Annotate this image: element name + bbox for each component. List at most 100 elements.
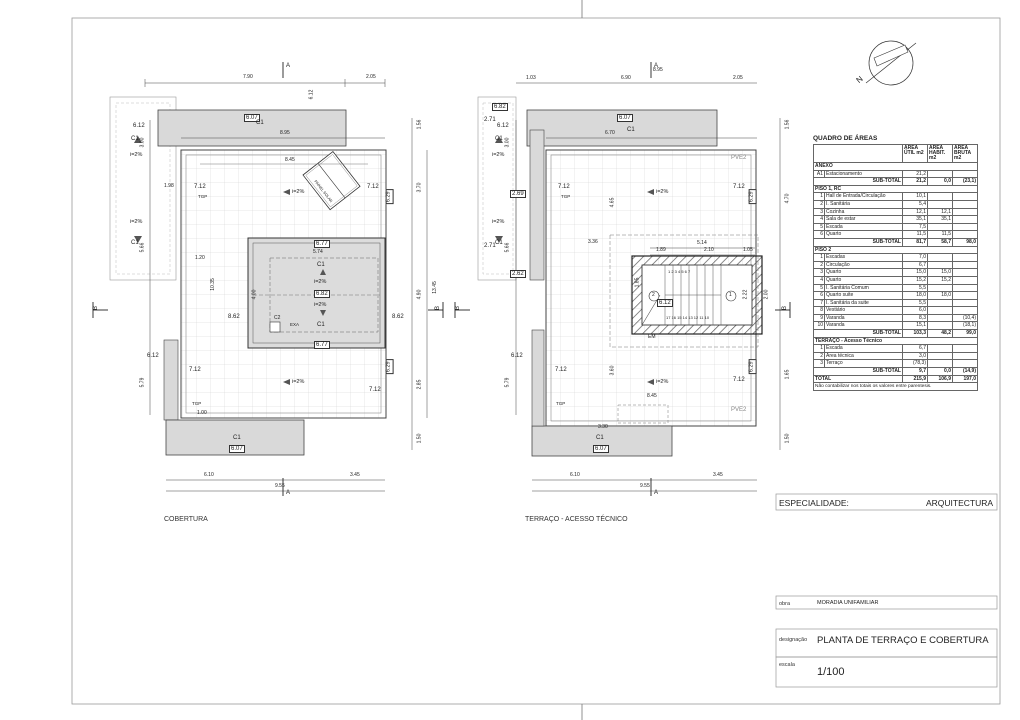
row-bruta [952, 260, 978, 270]
row-name: Quarto suite [824, 291, 903, 300]
subtotal-bruta: (14,9) [952, 367, 978, 376]
row-bruta: (18,1) [952, 321, 978, 331]
row-habit: 18,0 [927, 291, 953, 300]
elev-712-d: 7.12 [369, 387, 381, 393]
row-index: 2 [813, 260, 825, 270]
r-elev-271-b: 2.71 [484, 243, 496, 249]
elev-607-b: 6.07 [229, 445, 245, 453]
row-habit [927, 344, 953, 353]
r-dim-inner-width: 6.70 [605, 130, 615, 136]
row-util: 10,1 [902, 192, 928, 201]
scale-value: 1/100 [817, 666, 845, 678]
row-habit: 15,2 [927, 275, 953, 285]
subtotal-bruta: 98,0 [952, 237, 978, 247]
row-util: 11,5 [902, 230, 928, 239]
subtotal-label: SUB-TOTAL [813, 177, 903, 186]
total-util: 215,9 [902, 374, 928, 384]
dim-right-lower: 2.85 [416, 379, 423, 390]
designation-label: designação [779, 637, 808, 643]
row-name: I. Sanitária [824, 199, 903, 209]
subtotal-util: 21,2 [902, 177, 928, 186]
r-dim-stair-c: 1.05 [743, 247, 753, 253]
subtotal-bruta: (23,1) [952, 177, 978, 186]
row-util: 6,0 [902, 306, 928, 315]
row-bruta [952, 169, 978, 179]
section-name: PISO 1, RC [813, 184, 978, 194]
row-bruta [952, 215, 978, 224]
c1-a: C1 [131, 136, 139, 142]
area-table-note: Não contabilizar nos totais os valores e… [813, 383, 978, 392]
r-dim-bottom-stair: 3.30 [598, 424, 608, 430]
slope-2: i=2% [130, 219, 143, 225]
r-elev-682: 6.82 [492, 103, 508, 111]
scale-label: escala [779, 662, 795, 668]
row-index: 1 [813, 192, 825, 201]
r-elev-629-a: 6.29 [748, 189, 757, 205]
dim-left-mid: 5.66 [139, 242, 146, 253]
total-label: TOTAL [813, 374, 903, 384]
row-bruta [952, 344, 978, 353]
r-dim-inner-h: 1.85 [634, 277, 641, 288]
row-util: 12,1 [902, 207, 928, 217]
r-dim-bottom-a: 6.10 [570, 472, 580, 478]
work-label: obra [779, 601, 791, 607]
dim-bottom-total: 9.55 [275, 483, 285, 489]
row-habit [927, 313, 953, 323]
area-table-title: QUADRO DE ÁREAS [813, 135, 878, 142]
row-bruta: (10,4) [952, 313, 978, 323]
row-habit [927, 359, 953, 369]
plan-cobertura [92, 62, 444, 496]
row-util: 5,5 [902, 298, 928, 308]
c1-c: C1 [256, 120, 264, 126]
slope-6: i=2% [292, 379, 305, 385]
elev-712-b: 7.12 [367, 184, 379, 190]
tgp-a: TGP [198, 194, 208, 199]
total-bruta: 197,0 [952, 374, 978, 384]
r-elev-712-a: 7.12 [558, 184, 570, 190]
r-elev-607-b: 6.07 [593, 445, 609, 453]
subtotal-util: 9,7 [902, 367, 928, 376]
r-slope-1: i=2% [492, 152, 505, 158]
plan-title-terraco: TERRAÇO - ACESSO TÉCNICO [525, 516, 628, 523]
dim-left-top: 3.00 [139, 137, 146, 148]
r-section-b-left: B [455, 305, 462, 311]
row-index: 9 [813, 313, 825, 323]
elev-862-b: 8.62 [392, 314, 404, 320]
row-habit [927, 306, 953, 315]
elev-682: 6.82 [314, 290, 330, 298]
row-index: 7 [813, 298, 825, 308]
r-num-2: 2 [652, 292, 655, 298]
row-bruta [952, 230, 978, 239]
row-name: Cozinha [824, 207, 903, 217]
row-bruta [952, 351, 978, 361]
elev-629-b: 6.29 [385, 359, 394, 375]
row-bruta [952, 222, 978, 232]
dim-right-upper: 3.70 [416, 182, 423, 193]
row-bruta [952, 283, 978, 293]
r-section-a-top: A [654, 63, 659, 69]
row-name: Varanda [824, 313, 903, 323]
row-name: Quarto [824, 230, 903, 239]
r-dim-right-top: 1.56 [784, 119, 791, 130]
subtotal-util: 103,3 [902, 329, 928, 338]
row-bruta [952, 253, 978, 262]
row-util: 8,3 [902, 313, 928, 323]
elev-612-b: 6.12 [147, 353, 159, 359]
row-util: 5,4 [902, 199, 928, 209]
speciality-value: ARQUITECTURA [926, 498, 994, 508]
north-arrow [865, 40, 917, 86]
slope-1: i=2% [130, 152, 143, 158]
r-slope-4: i=2% [656, 379, 669, 385]
dim-hatch-top: 5.74 [313, 249, 323, 255]
